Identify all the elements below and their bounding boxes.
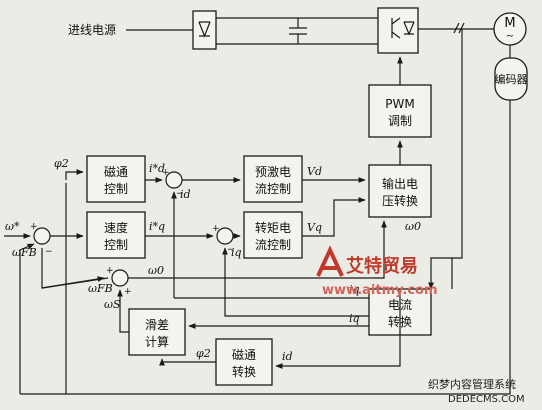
- omega0-label: ω0: [148, 264, 164, 277]
- svg-text:压转换: 压转换: [382, 193, 418, 208]
- svg-text:流控制: 流控制: [255, 182, 291, 196]
- iq-feedback-line: [222, 247, 369, 317]
- slip-calculation-block: 滑差 计算: [128, 308, 186, 356]
- svg-text:+: +: [30, 222, 38, 232]
- inverter-block: [377, 7, 419, 54]
- supply-label: 进线电源: [68, 23, 116, 37]
- torque-current-control-block: 转矩电 流控制: [243, 211, 303, 259]
- url-watermark-text: www.aitmy.com: [322, 283, 438, 298]
- flux-conversion-block: 磁通 转换: [215, 338, 273, 386]
- omega0b-label: ω0: [405, 220, 421, 233]
- encoder-speed-feedback: [65, 100, 511, 395]
- speed-control-block: 速度 控制: [86, 211, 146, 259]
- iq-ref-label: i*q: [149, 220, 165, 233]
- flux-control-block: 磁通 控制: [86, 155, 146, 203]
- svg-text:输出电: 输出电: [382, 176, 418, 191]
- iq-label: iq: [231, 246, 242, 259]
- svg-text:−: −: [45, 247, 53, 257]
- site-url-watermark-text: DEDECMS.COM: [448, 394, 525, 405]
- svg-text:流控制: 流控制: [255, 238, 291, 252]
- slip-sum-junction: [111, 269, 129, 287]
- svg-text:计算: 计算: [145, 334, 169, 349]
- brand-watermark-text: 艾特贸易: [346, 255, 418, 277]
- phi2-to-slip-line: [159, 358, 216, 366]
- svg-text:−: −: [227, 245, 235, 255]
- svg-text:磁通: 磁通: [104, 164, 128, 179]
- omega-fb-label: ωFB: [12, 246, 37, 259]
- omega-fb2-label: ωFB: [88, 282, 113, 295]
- phi2b-label: φ2: [196, 347, 211, 360]
- freewheel-diode-icon: [403, 21, 415, 36]
- svg-text:转换: 转换: [232, 364, 256, 379]
- three-phase-mark: [453, 22, 465, 34]
- id-ref-label: i*d: [149, 162, 165, 175]
- brand-watermark: 艾特贸易 www.aitmy.com: [316, 245, 438, 298]
- svg-text:~: ~: [506, 31, 514, 42]
- omega0-line: [128, 220, 387, 279]
- svg-text:+: +: [212, 224, 220, 234]
- rectifier-block: [192, 10, 217, 50]
- svg-text:+: +: [162, 168, 170, 178]
- svg-text:滑差: 滑差: [145, 318, 169, 332]
- vq-label: Vq: [307, 221, 322, 234]
- svg-text:调制: 调制: [388, 114, 412, 128]
- phi2-input: [65, 169, 84, 180]
- pre-excitation-current-control-block: 预激电 流控制: [243, 155, 303, 203]
- svg-text:PWM: PWM: [385, 97, 414, 111]
- svg-text:转矩电: 转矩电: [255, 220, 291, 235]
- id-fb-label: id: [282, 350, 293, 363]
- omega-fb-to-speed-sum: [19, 243, 35, 394]
- motor-current-feedback: [428, 257, 452, 290]
- iq-fb1-label: iq: [349, 283, 360, 296]
- iq-fb2-label: iq: [349, 312, 360, 325]
- svg-text:磁通: 磁通: [232, 347, 256, 362]
- pwm-block: PWM 调制: [368, 84, 432, 138]
- svg-text:+: +: [124, 287, 132, 297]
- motor-label: M: [504, 16, 515, 31]
- id-to-flux-conv-line: [275, 289, 401, 369]
- vq-line: [302, 197, 366, 237]
- svg-text:−: −: [176, 189, 184, 199]
- omega-fb-to-slip-sum: [41, 276, 105, 289]
- svg-text:速度: 速度: [104, 220, 128, 235]
- vd-label: Vd: [307, 165, 322, 178]
- omega-s-label: ωS: [104, 298, 121, 311]
- omega-s-line: [117, 289, 129, 333]
- svg-text:预激电: 预激电: [255, 165, 291, 179]
- svg-text:控制: 控制: [104, 238, 128, 252]
- id-label: id: [180, 188, 191, 201]
- svg-text:+: +: [106, 266, 114, 276]
- phi2-label: φ2: [54, 157, 69, 170]
- igbt-icon: [391, 17, 401, 39]
- site-watermark-text: 织梦内容管理系统: [428, 377, 516, 391]
- output-voltage-conversion-block: 输出电 压转换: [368, 164, 432, 218]
- encoder-block: [494, 57, 528, 101]
- site-watermark: 织梦内容管理系统 DEDECMS.COM: [428, 377, 525, 405]
- encoder-label: 编码器: [495, 72, 528, 86]
- diode-icon: [198, 21, 211, 38]
- omega-ref-label: ω*: [5, 220, 20, 233]
- svg-text:控制: 控制: [104, 182, 128, 196]
